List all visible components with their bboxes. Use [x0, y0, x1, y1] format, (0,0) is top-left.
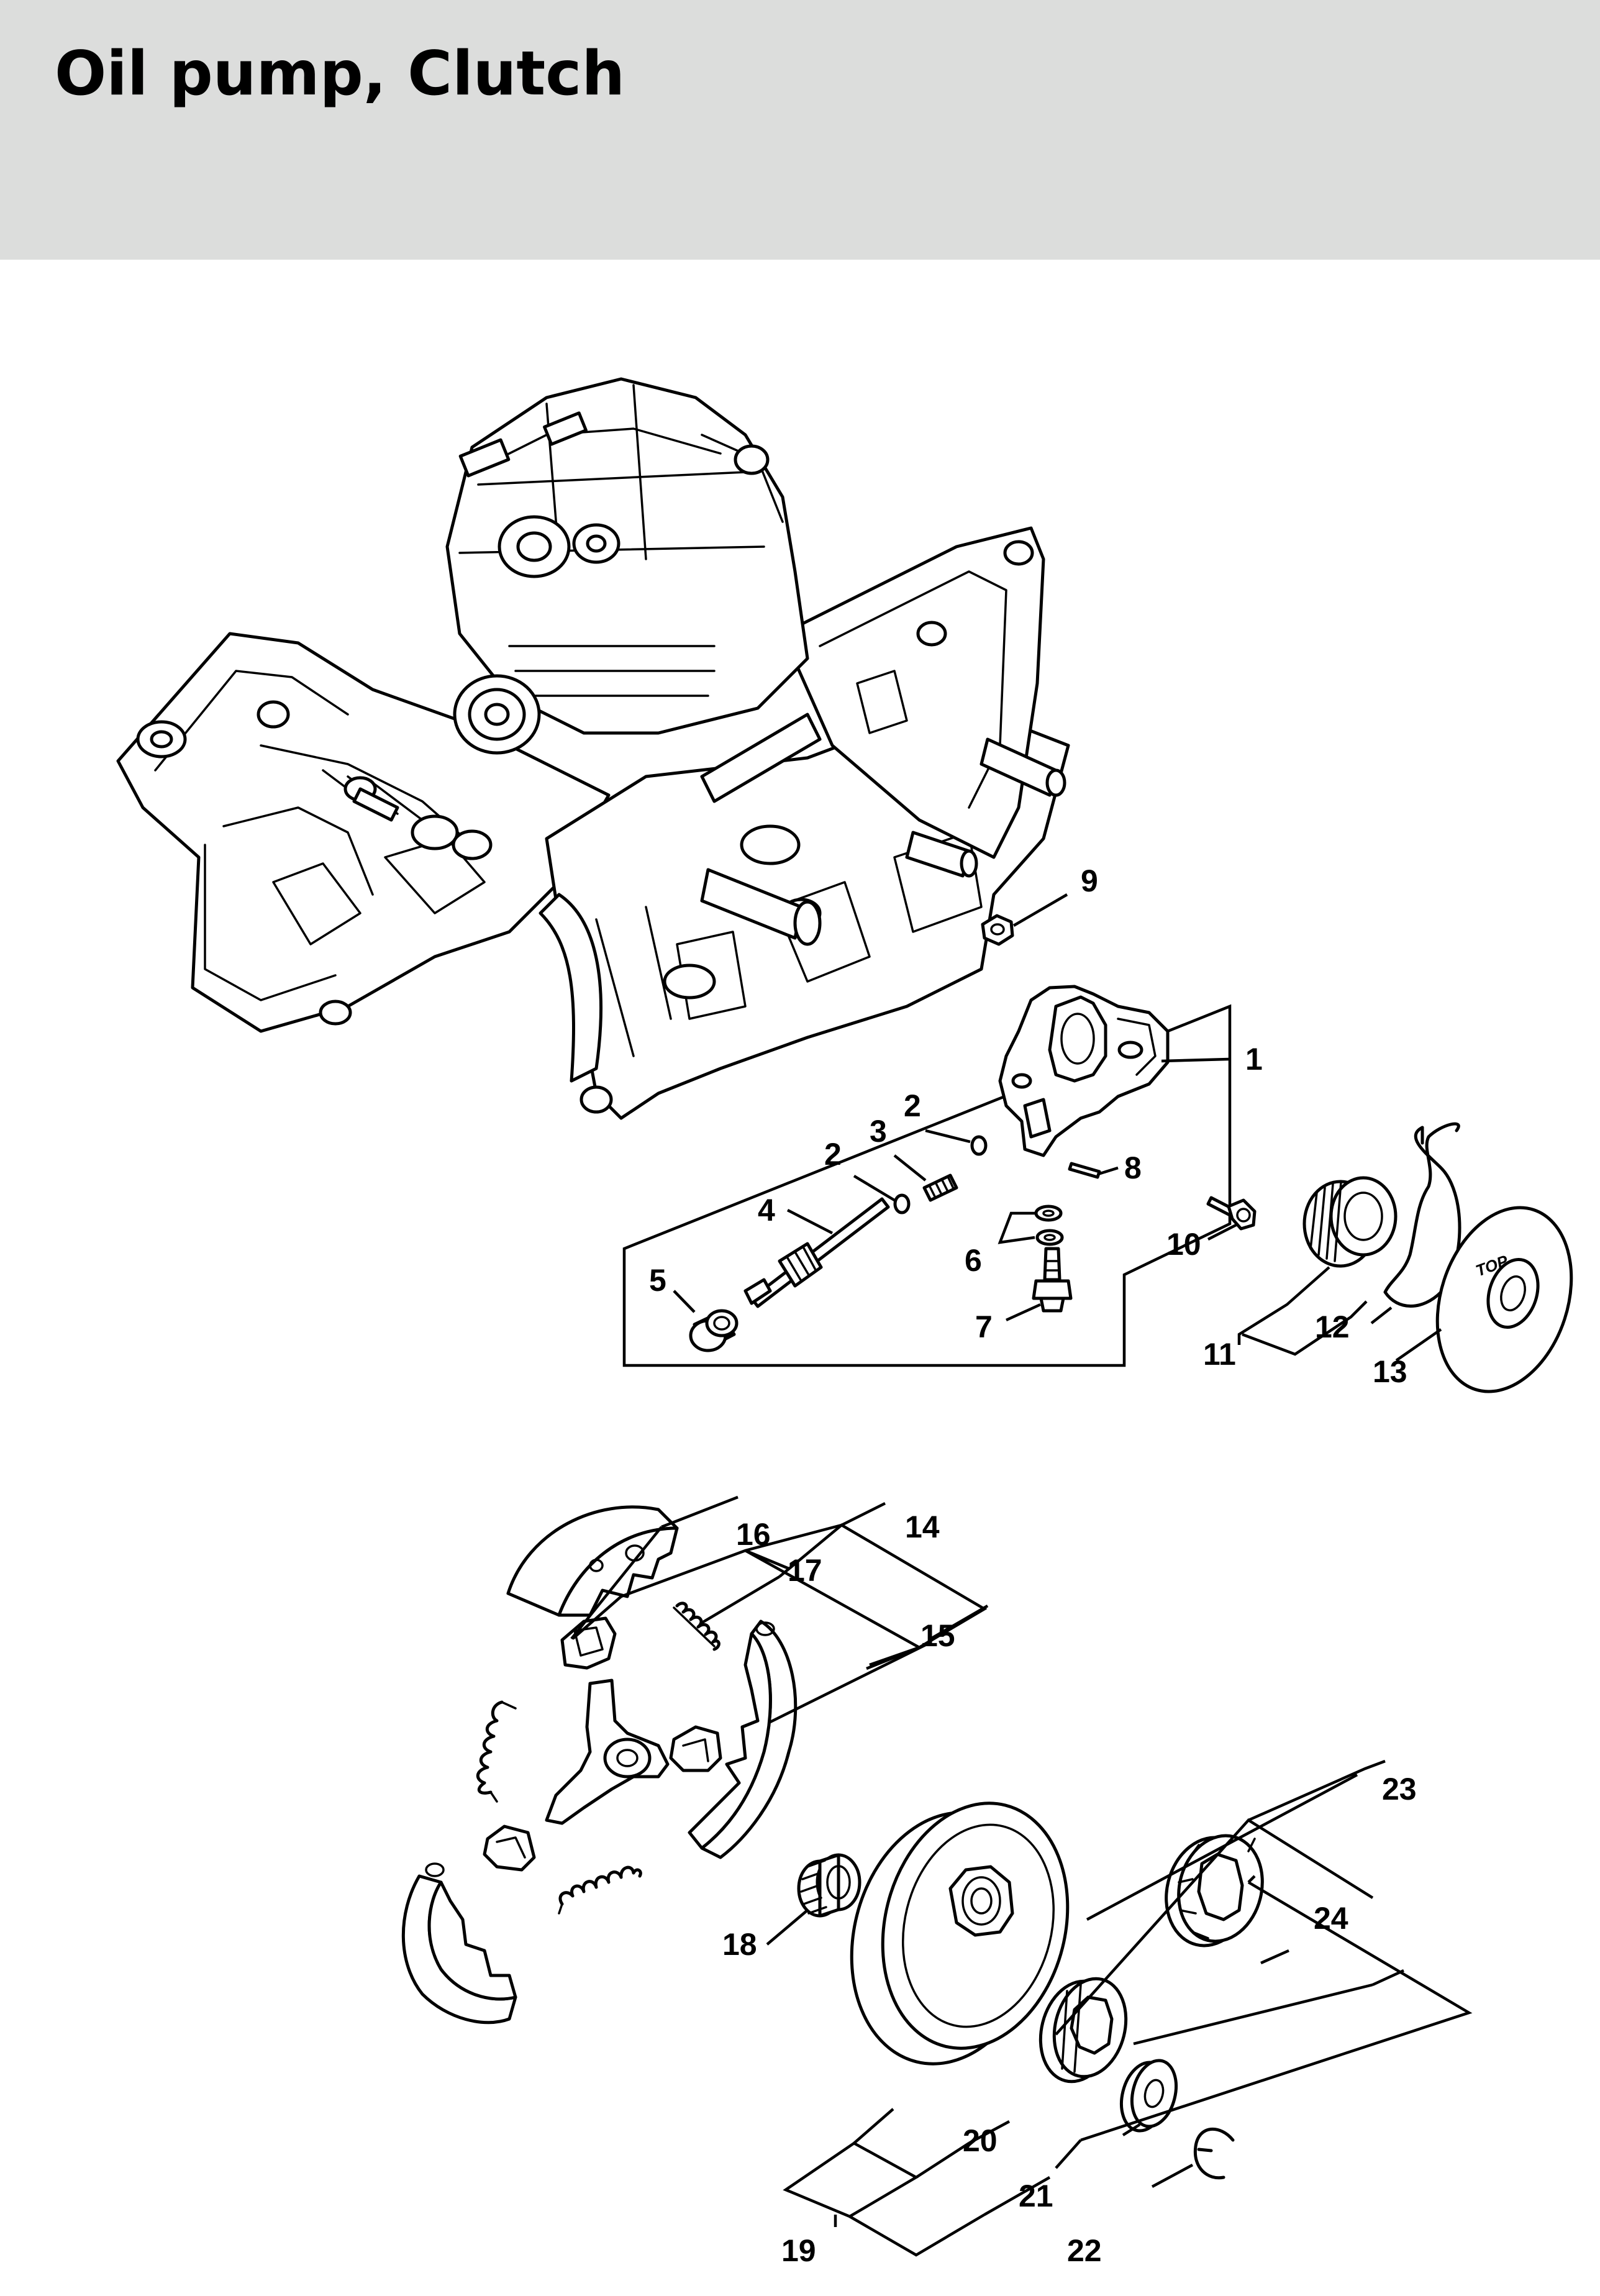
engine-crankcase-illustration: [116, 377, 1070, 1120]
tension-spring-part: [673, 1601, 720, 1651]
callout-22: 22: [1067, 2233, 1102, 2268]
callout-8: 8: [1124, 1150, 1142, 1185]
clutch-shoe-part: [688, 1620, 798, 1859]
callout-14: 14: [905, 1510, 940, 1544]
worm-shaft-part: [743, 1197, 890, 1308]
callout-2: 2: [824, 1137, 842, 1172]
disc-part: TOP: [1435, 1206, 1573, 1393]
washer-part: [998, 1205, 1064, 1246]
callout-9: 9: [1081, 863, 1098, 898]
callout-3: 3: [870, 1114, 887, 1149]
callout-6: 6: [965, 1243, 982, 1278]
clutch-carrier-part: [545, 1679, 670, 1825]
valve-part: [1006, 1247, 1073, 1322]
oil-pump-body: [998, 985, 1229, 1157]
tension-spring-part: [476, 1700, 517, 1803]
callout-2: 2: [904, 1088, 921, 1123]
spring-ring-part: [1383, 1122, 1461, 1308]
callout-12: 12: [1315, 1310, 1350, 1344]
clutch-shoe-part: [401, 1862, 517, 2025]
callout-10: 10: [1166, 1227, 1201, 1262]
callout-7: 7: [975, 1310, 993, 1344]
callout-13: 13: [1373, 1354, 1407, 1389]
clutch-group: [401, 1495, 1473, 2257]
callout-17: 17: [788, 1553, 822, 1588]
exploded-parts-diagram: TOP: [116, 377, 1573, 2268]
spring-part: [893, 1154, 958, 1202]
callout-23: 23: [1382, 1772, 1417, 1806]
washer-part: [1120, 2059, 1178, 2133]
shoe-guide-part: [669, 1725, 722, 1772]
callout-15: 15: [920, 1618, 955, 1653]
needle-cage-part: [766, 1853, 861, 1946]
callout-21: 21: [1019, 2179, 1053, 2213]
bushing-part: [1302, 1176, 1398, 1268]
callout-19: 19: [781, 2233, 816, 2268]
callout-5: 5: [649, 1263, 666, 1298]
cover-and-disc-group: TOP: [1206, 1122, 1573, 1393]
clutch-drum-part: [850, 1802, 1070, 2066]
shoe-guide-part: [483, 1824, 536, 1872]
spur-sprocket-part: [1165, 1834, 1264, 1948]
clutch-shoe-part: [506, 1505, 679, 1617]
sleeve-part: [673, 1290, 739, 1352]
pin-part: [1068, 1162, 1119, 1179]
callout-16: 16: [736, 1517, 771, 1552]
nut-part: [981, 893, 1068, 946]
o-ring-part: [925, 1129, 988, 1156]
callout-1: 1: [1245, 1042, 1263, 1077]
callout-24: 24: [1314, 1901, 1348, 1936]
page-title: Oil pump, Clutch: [55, 39, 625, 109]
callout-11: 11: [1203, 1337, 1236, 1372]
rim-sprocket-part: [1039, 1977, 1128, 2084]
header-band: Oil pump, Clutch: [0, 0, 1600, 260]
callout-20: 20: [963, 2123, 998, 2158]
callout-18: 18: [722, 1927, 757, 1962]
screw-part: [1206, 1196, 1257, 1241]
callout-labels: 1 2 2 3 4 5 6 7 8 9 10 11 12 13 14 15 16…: [649, 863, 1417, 2268]
tension-spring-part: [558, 1866, 642, 1915]
e-clip-part: [1193, 2127, 1235, 2180]
o-ring-part: [853, 1175, 911, 1214]
callout-4: 4: [758, 1193, 775, 1228]
oil-pump-group: [622, 893, 1232, 1367]
